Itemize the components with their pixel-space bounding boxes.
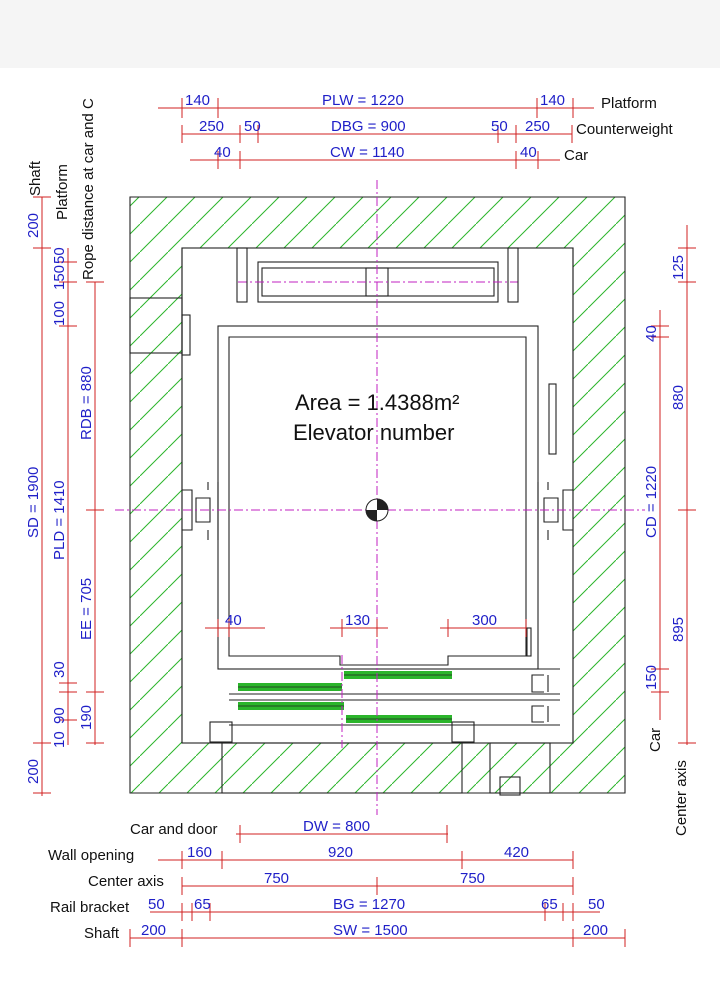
shaft-200-left: 200 [141, 922, 166, 939]
left-10: 10 [51, 731, 68, 748]
top-dimension-row-car: 40 CW = 1140 40 Car [190, 144, 588, 169]
platform-label-left: Platform [54, 164, 71, 220]
rail-65-right: 65 [541, 896, 558, 913]
top-250-left: 250 [199, 118, 224, 135]
top-250-right: 250 [525, 118, 550, 135]
cw-label: CW = 1140 [330, 144, 404, 161]
top-140-right: 140 [540, 92, 565, 109]
shaft-label-bottom: Shaft [84, 925, 120, 942]
left-dimensions [33, 196, 104, 796]
wall-420: 420 [504, 844, 529, 861]
sw-label: SW = 1500 [333, 922, 408, 939]
left-90: 90 [51, 707, 68, 724]
right-40: 40 [643, 325, 660, 342]
center-750-right: 750 [460, 870, 485, 887]
ee-label: EE = 705 [78, 578, 95, 640]
right-guide-rail [537, 482, 573, 540]
inner-300: 300 [472, 612, 497, 629]
plw-label: PLW = 1220 [322, 92, 404, 109]
inner-40: 40 [225, 612, 242, 629]
dbg-label: DBG = 900 [331, 118, 406, 135]
center-axis-label-right: Center axis [673, 760, 690, 836]
left-guide-rail [182, 482, 219, 540]
top-dimension-row-platform: 140 PLW = 1220 140 Platform [158, 92, 657, 118]
car-panel [526, 627, 532, 657]
right-125: 125 [670, 255, 687, 280]
dw-label: DW = 800 [303, 818, 370, 835]
area-text: Area = 1.4388m² [295, 390, 459, 415]
inner-dimensions [205, 619, 527, 637]
rdb-label: RDB = 880 [78, 366, 95, 440]
top-50-right: 50 [491, 118, 508, 135]
right-150: 150 [643, 665, 660, 690]
right-880: 880 [670, 385, 687, 410]
left-200-top: 200 [25, 213, 42, 238]
car-operating-panel [548, 383, 557, 455]
left-50: 50 [51, 247, 68, 264]
elevator-number-text: Elevator number [293, 420, 454, 445]
rope-distance-label: Rope distance at car and C [80, 98, 97, 280]
shaft-label-left: Shaft [27, 160, 44, 196]
sd-label: SD = 1900 [25, 467, 42, 538]
car-and-door-label: Car and door [130, 821, 218, 838]
counterweight-label: Counterweight [576, 121, 674, 138]
platform-label: Platform [601, 95, 657, 112]
left-30: 30 [51, 661, 68, 678]
rail-bracket-label: Rail bracket [50, 899, 130, 916]
call-box [499, 776, 521, 796]
top-50-left: 50 [244, 118, 261, 135]
car-center-symbol [365, 498, 389, 522]
cd-label: CD = 1220 [643, 466, 660, 538]
left-150: 150 [51, 265, 68, 290]
inner-130: 130 [345, 612, 370, 629]
car-label-right: Car [647, 728, 664, 752]
bg-label: BG = 1270 [333, 896, 405, 913]
car-inner [228, 336, 527, 666]
top-dimension-row-counterweight: 250 50 DBG = 900 50 250 Counterweight [181, 118, 674, 143]
car-label-top: Car [564, 147, 588, 164]
top-40-left: 40 [214, 144, 231, 161]
bottom-row-wall-opening: Wall opening 160 920 420 [48, 844, 574, 869]
wall-160: 160 [187, 844, 212, 861]
top-bar [0, 0, 720, 68]
wall-opening-label: Wall opening [48, 847, 134, 864]
rail-50-right: 50 [588, 896, 605, 913]
wall-920: 920 [328, 844, 353, 861]
bottom-row-center-axis: Center axis 750 750 [88, 870, 574, 895]
right-895: 895 [670, 617, 687, 642]
right-dimensions [651, 225, 696, 745]
pld-label: PLD = 1410 [51, 480, 68, 560]
top-140-left: 140 [185, 92, 210, 109]
left-200-bottom: 200 [25, 759, 42, 784]
rail-50-left: 50 [148, 896, 165, 913]
center-750-left: 750 [264, 870, 289, 887]
bottom-row-rail-bracket: Rail bracket 50 65 BG = 1270 65 50 [50, 896, 605, 921]
center-axis-label-bottom: Center axis [88, 873, 164, 890]
shaft-200-right: 200 [583, 922, 608, 939]
left-190: 190 [78, 705, 95, 730]
car-doors [209, 668, 560, 743]
bottom-row-shaft: Shaft 200 SW = 1500 200 [84, 922, 626, 947]
top-40-right: 40 [520, 144, 537, 161]
rail-65-left: 65 [194, 896, 211, 913]
left-100: 100 [51, 301, 68, 326]
left-bracket [181, 314, 191, 356]
bottom-row-car-door: Car and door DW = 800 [130, 818, 448, 843]
